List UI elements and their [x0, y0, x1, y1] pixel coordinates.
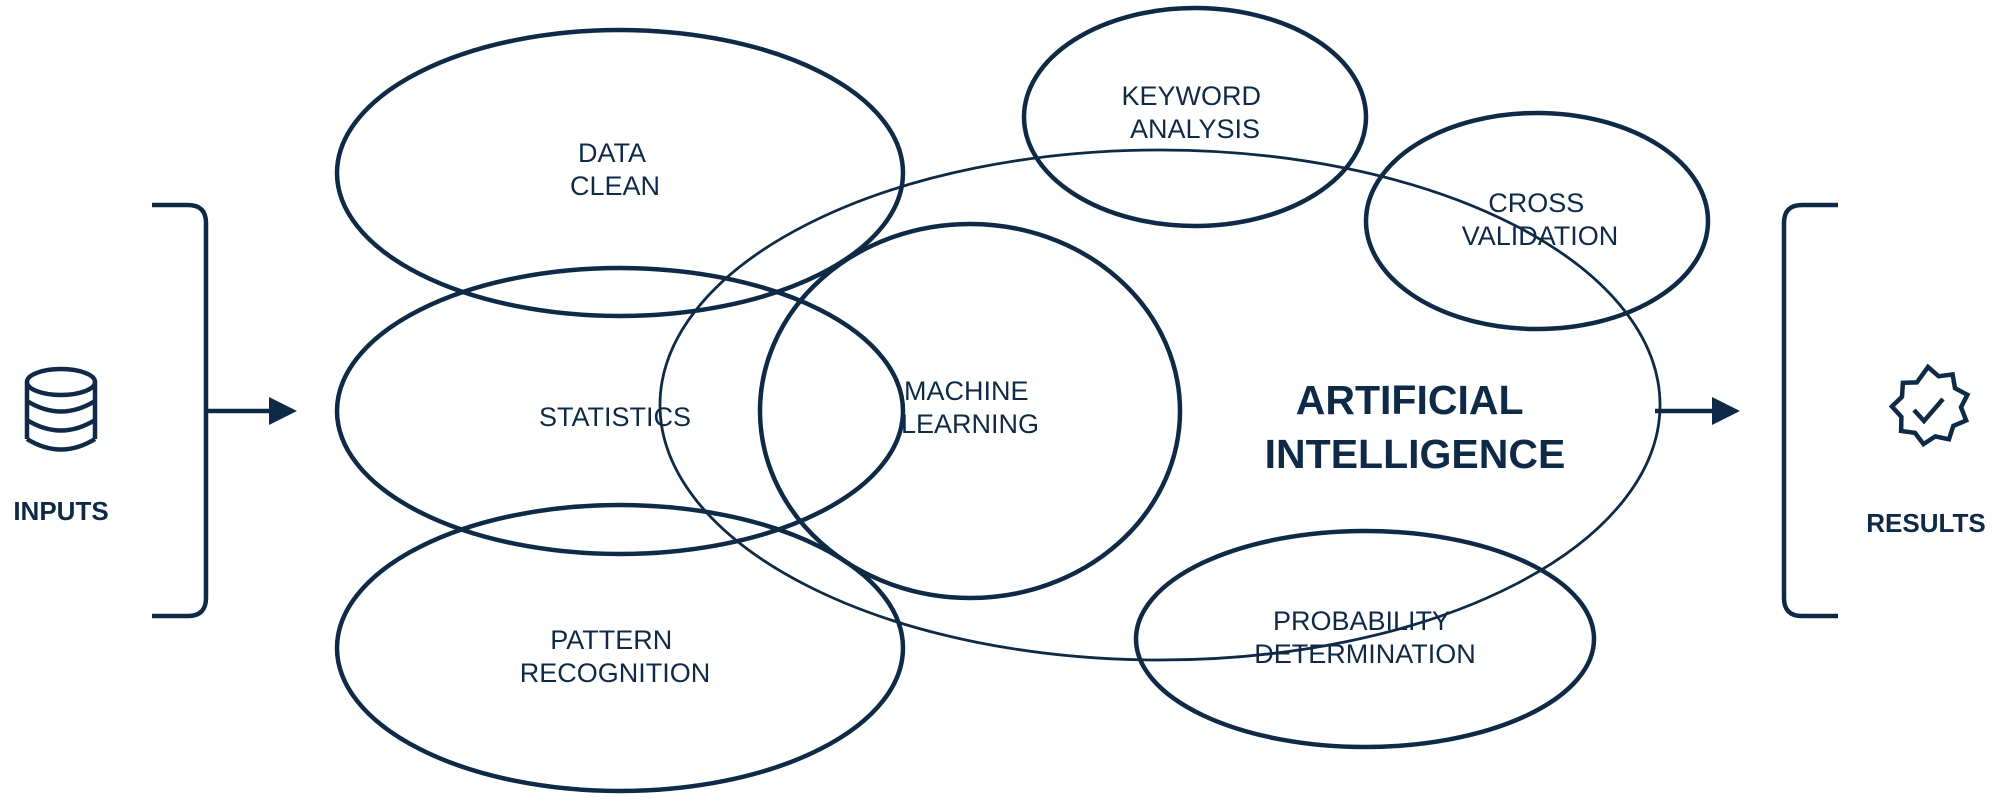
- artificial-intelligence-ellipse: [658, 148, 1662, 662]
- inputs-bracket: [152, 202, 209, 619]
- probability-determination-label: PROBABILITY DETERMINATION: [1254, 606, 1476, 669]
- data-clean-ellipse: [334, 27, 906, 319]
- results-label: RESULTS: [1866, 508, 1985, 538]
- pattern-recognition-ellipse: [334, 502, 906, 794]
- cross-validation-label: CROSS VALIDATION: [1462, 188, 1619, 251]
- pattern-recognition-label: PATTERN RECOGNITION: [520, 625, 711, 688]
- results-bracket: [1781, 202, 1838, 619]
- data-clean-label: DATA CLEAN: [570, 138, 660, 201]
- statistics-label: STATISTICS: [539, 402, 691, 432]
- machine-learning-label: MACHINE LEARNING: [901, 376, 1039, 439]
- keyword-analysis-ellipse: [1021, 5, 1369, 229]
- cross-validation-ellipse: [1363, 110, 1711, 332]
- machine-learning-ellipse: [757, 221, 1183, 601]
- artificial-intelligence-title: ARTIFICIAL INTELLIGENCE: [1265, 377, 1566, 477]
- verified-badge-icon: [1888, 363, 1971, 448]
- statistics-ellipse: [334, 265, 906, 557]
- output-arrow: [1655, 397, 1740, 425]
- input-arrow: [208, 397, 297, 425]
- inputs-label: INPUTS: [13, 496, 108, 526]
- database-icon: [24, 366, 98, 452]
- keyword-analysis-label: KEYWORD ANALYSIS: [1121, 81, 1268, 144]
- probability-determination-ellipse: [1133, 528, 1597, 750]
